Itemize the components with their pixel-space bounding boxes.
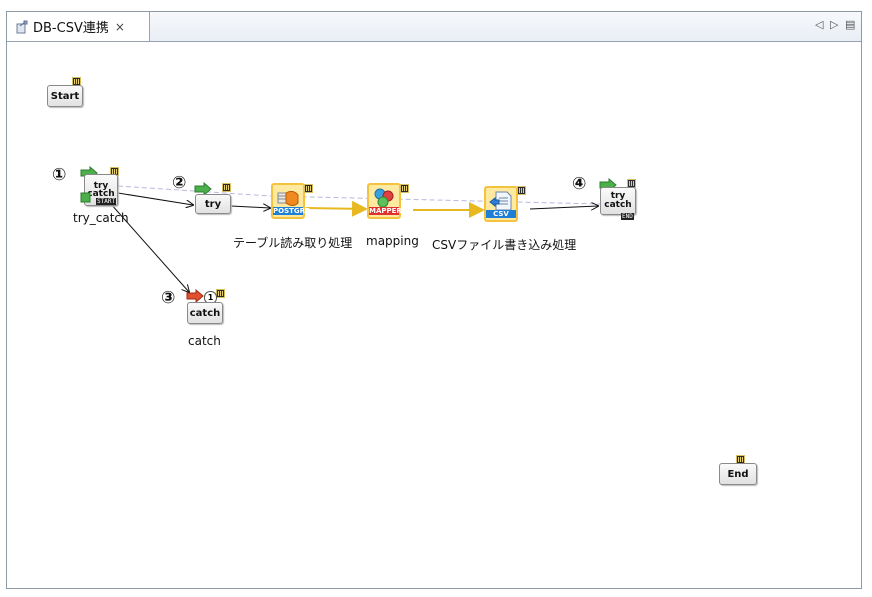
end-tag: END [621,213,634,220]
connection-table-mapping[interactable] [305,200,368,217]
table-read-label: テーブル読み取り処理 [233,236,353,250]
editor-frame: DB-CSV連携 × ◁ ▷ ▤ [6,11,862,589]
try-catch-end-box: try catch [600,187,636,215]
try-catch-try-text: try [93,181,109,191]
scroll-right-icon[interactable]: ▷ [830,18,839,31]
try-catch-catch-text: catch [87,189,115,199]
catch-node[interactable]: 1 catch [186,289,228,327]
end-node[interactable]: End [719,455,761,485]
try-catch-node[interactable]: try catch START [80,166,122,208]
csv-write-box: CSV [484,186,518,222]
flag-icon [304,184,313,193]
mapping-label: mapping [366,234,419,248]
flag-icon [517,186,526,195]
connection-csv-tryend[interactable] [529,206,598,209]
csv-write-node[interactable]: CSV [484,186,528,226]
table-read-node[interactable]: POSTGRE [271,183,313,223]
marker-3: ③ [161,288,176,308]
flow-file-icon [16,20,28,33]
green-square-icon [80,192,91,203]
try-node[interactable]: try [194,182,236,216]
csv-write-label: CSVファイル書き込み処理 [432,238,577,252]
end-node-box: End [719,463,757,485]
postgre-badge: POSTGRE [273,207,310,215]
start-node-box: Start [47,85,83,107]
start-tag: START [96,198,117,205]
flag-icon [222,183,231,192]
tab-list-icon[interactable]: ▤ [845,18,856,31]
table-read-box: POSTGRE [271,183,310,219]
marker-2: ② [172,173,187,193]
flag-icon [216,289,225,298]
database-icon [277,190,299,206]
marker-4: ④ [572,174,587,194]
marker-1: ① [52,165,67,185]
flow-canvas[interactable] [7,42,861,588]
mapping-node[interactable]: MAPPER [367,183,411,223]
connection-trycatch-catch[interactable] [109,202,189,292]
csv-badge: CSV [486,210,516,218]
mapper-badge: MAPPER [369,207,402,215]
try-catch-end-catch-text: catch [604,200,632,210]
tab-title: DB-CSV連携 [33,21,109,36]
red-arrow-icon [186,289,204,303]
start-node[interactable]: Start [47,77,87,107]
try-catch-end-try-text: try [610,191,626,201]
connection-try-table[interactable] [230,206,270,208]
try-catch-label: try_catch [73,211,129,225]
flag-icon [400,184,409,193]
scroll-left-icon[interactable]: ◁ [815,18,824,31]
close-icon[interactable]: × [114,19,125,34]
connection-trycatch-try[interactable] [117,192,193,205]
try-catch-end-node[interactable]: try catch END [599,178,641,220]
mapper-icon [374,188,394,208]
catch-box: catch [187,302,223,324]
green-arrow-icon [194,182,212,196]
mapping-box: MAPPER [367,183,402,219]
csv-file-icon [489,191,512,211]
catch-label: catch [188,334,221,348]
try-box: try [195,194,231,214]
editor-tab-bar: DB-CSV連携 × ◁ ▷ ▤ [7,12,861,42]
tab-db-csv[interactable]: DB-CSV連携 × [7,12,150,41]
